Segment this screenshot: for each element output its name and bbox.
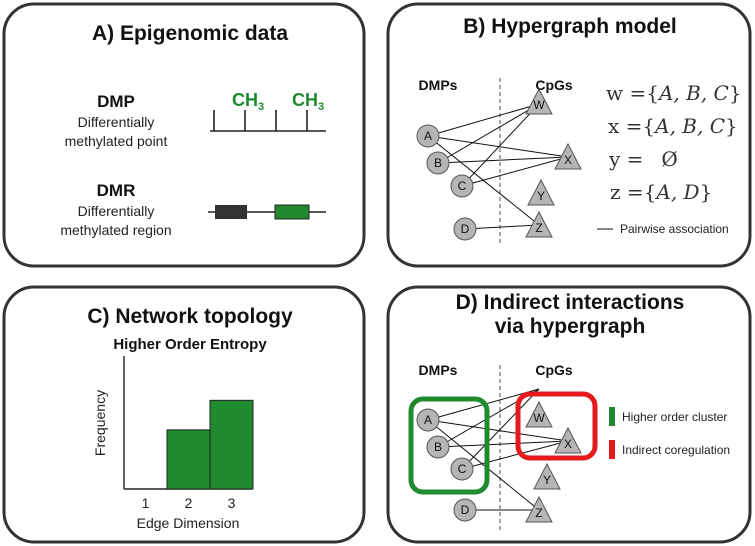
x-tick-3: 3 — [228, 495, 236, 511]
dmps-header: DMPs — [419, 77, 458, 93]
dmp-desc-line1: Differentially — [78, 114, 155, 130]
panel-d-frame — [386, 285, 752, 544]
node-c-d-label: C — [458, 462, 467, 476]
node-y-d — [533, 462, 561, 490]
bar-3 — [209, 399, 254, 490]
node-b-d-label: B — [434, 440, 442, 454]
node-w — [525, 87, 553, 115]
panel-a-frame — [2, 2, 366, 268]
panel-b: B) Hypergraph model DMPs CpGs A B C D — [386, 2, 752, 268]
dmp-nodes-b: A B C D — [416, 124, 477, 241]
cpg-nodes-b: W X Y Z — [525, 87, 582, 238]
dmps-header-d: DMPs — [419, 362, 458, 378]
node-b-d — [426, 435, 450, 459]
dmr-region-dark — [215, 205, 247, 219]
node-a-label: A — [424, 129, 432, 143]
node-y-label: Y — [537, 189, 545, 203]
edges-b — [427, 103, 569, 230]
dmr-desc-line1: Differentially — [78, 203, 155, 219]
node-d-label: D — [461, 222, 470, 236]
higher-order-legend-swatch — [609, 407, 615, 426]
node-z-d-label: Z — [535, 506, 542, 520]
node-d-d-label: D — [461, 503, 470, 517]
bar-2 — [166, 429, 211, 490]
node-x-label: X — [564, 153, 572, 167]
node-z — [525, 210, 553, 238]
node-d — [453, 217, 477, 241]
dmp-strand — [210, 110, 326, 132]
chart-subtitle: Higher Order Entropy — [113, 336, 267, 353]
panel-d-title-line2: via hypergraph — [495, 315, 646, 338]
dmp-desc-line2: methylated point — [65, 133, 168, 149]
dmr-desc-line2: methylated region — [60, 222, 171, 238]
node-b-label: B — [434, 156, 442, 170]
node-a-d — [416, 408, 440, 432]
node-a — [416, 124, 440, 148]
indirect-legend-swatch — [609, 440, 615, 459]
node-c-label: C — [458, 179, 467, 193]
y-axis-label: Frequency — [92, 390, 108, 456]
dmp-label: DMP — [97, 92, 135, 111]
node-c-d — [450, 457, 474, 481]
pairwise-legend-label: Pairwise association — [620, 222, 729, 236]
x-tick-1: 1 — [142, 495, 150, 511]
higher-order-legend-label: Higher order cluster — [622, 410, 727, 424]
node-x-d — [554, 426, 582, 454]
hyperedge-sets: w ={A, B, C} x ={A, B, C} y =Ø z ={A, D} — [606, 81, 742, 204]
x-axis-label: Edge Dimension — [137, 515, 240, 531]
node-y-d-label: Y — [543, 473, 551, 487]
panel-c-title: C) Network topology — [87, 305, 293, 328]
methyl-group-label-1: CH3 — [232, 90, 264, 113]
hyperedge-x: x ={A, B, C} — [608, 114, 738, 138]
panel-c: C) Network topology Higher Order Entropy… — [2, 285, 366, 544]
indirect-coregulation-box — [515, 391, 598, 461]
node-c — [450, 174, 474, 198]
higher-order-cluster-box — [408, 396, 490, 495]
dmr-label: DMR — [97, 181, 136, 200]
hyperedge-z: z ={A, D} — [610, 180, 712, 204]
cpg-nodes-d: W X Y Z — [525, 400, 582, 523]
node-w-label: W — [533, 98, 545, 112]
hyperedge-y: y =Ø — [608, 147, 678, 171]
cpgs-header-d: CpGs — [535, 362, 573, 378]
node-z-label: Z — [535, 221, 542, 235]
hyperedge-w: w ={A, B, C} — [606, 81, 742, 105]
node-w-d-label: W — [533, 411, 545, 425]
panel-d-title-line1: D) Indirect interactions — [456, 291, 685, 314]
node-y — [527, 178, 555, 206]
dmp-nodes-d: A B C D — [416, 408, 477, 522]
histogram: Frequency Edge Dimension 1 2 3 — [92, 356, 254, 531]
panel-a: A) Epigenomic data DMP Differentially me… — [2, 2, 366, 268]
dmr-strand — [208, 204, 326, 220]
node-b — [426, 151, 450, 175]
panel-d: D) Indirect interactions via hypergraph … — [386, 285, 752, 544]
node-x — [554, 142, 582, 170]
cpgs-header: CpGs — [535, 77, 573, 93]
node-w-d — [525, 400, 553, 428]
node-z-d — [525, 495, 553, 523]
methyl-group-label-2: CH3 — [292, 90, 324, 113]
panel-c-frame — [2, 285, 366, 544]
node-d-d — [453, 498, 477, 522]
x-tick-2: 2 — [185, 495, 193, 511]
node-a-d-label: A — [424, 413, 432, 427]
panel-b-frame — [386, 2, 752, 268]
panel-a-title: A) Epigenomic data — [92, 22, 288, 45]
dmr-region-green — [274, 204, 310, 220]
indirect-legend-label: Indirect coregulation — [622, 443, 730, 457]
panel-b-title: B) Hypergraph model — [463, 15, 677, 38]
node-x-d-label: X — [564, 437, 572, 451]
